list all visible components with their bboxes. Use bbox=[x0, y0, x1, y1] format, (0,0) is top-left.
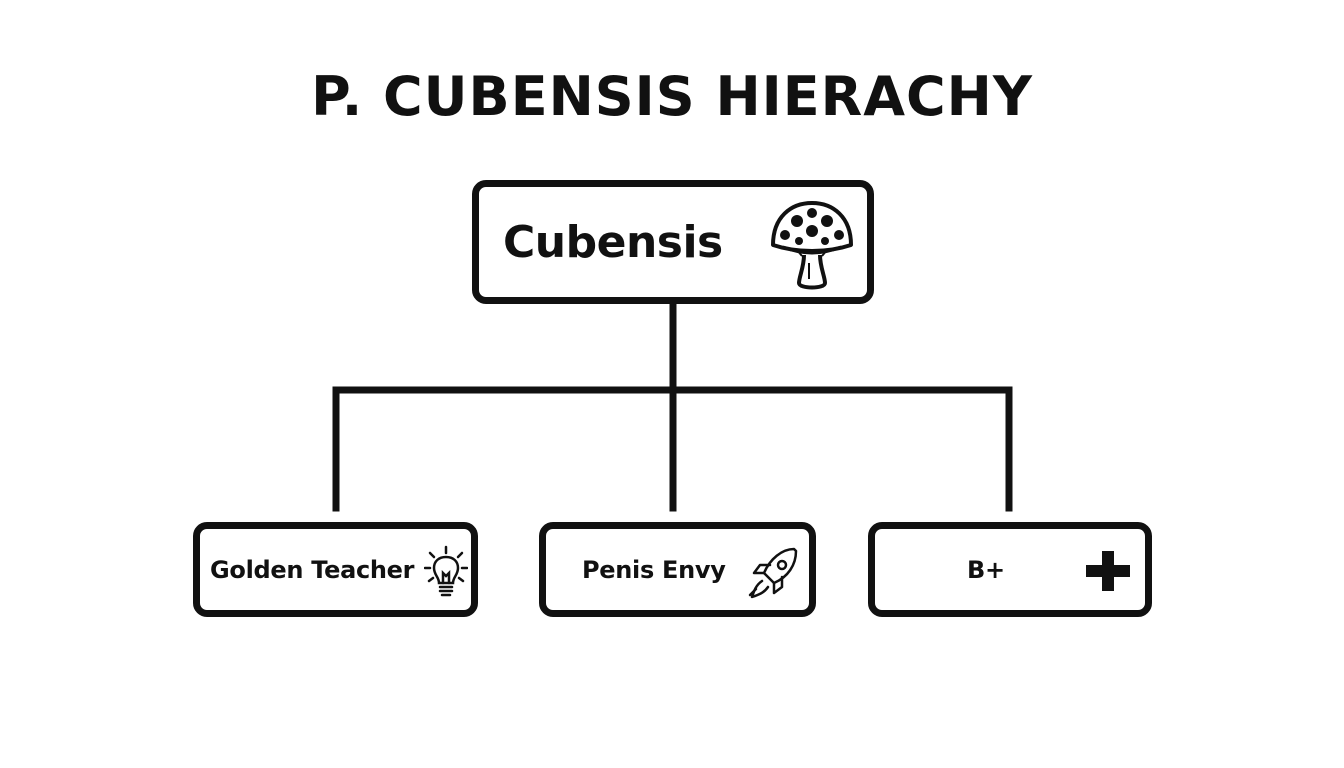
diagram-title: P. CUBENSIS HIERACHY bbox=[311, 65, 1033, 128]
child-node-b-plus: B+ bbox=[868, 522, 1152, 617]
rocket-icon bbox=[746, 545, 802, 607]
child-node-label: Penis Envy bbox=[582, 555, 726, 584]
root-node-label: Cubensis bbox=[503, 216, 723, 268]
root-node-cubensis: Cubensis bbox=[472, 180, 874, 304]
child-node-label: B+ bbox=[967, 555, 1005, 584]
child-node-golden-teacher: Golden Teacher bbox=[193, 522, 478, 617]
lightbulb-icon bbox=[423, 545, 469, 605]
child-node-label: Golden Teacher bbox=[210, 555, 415, 584]
mushroom-icon bbox=[769, 199, 855, 295]
child-node-penis-envy: Penis Envy bbox=[539, 522, 816, 617]
plus-icon bbox=[1083, 551, 1133, 595]
